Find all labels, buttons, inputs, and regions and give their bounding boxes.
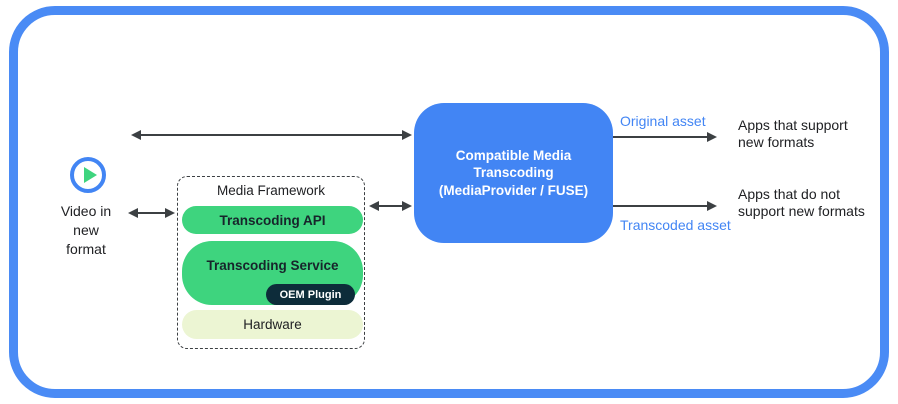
hardware-pill: Hardware [182, 310, 363, 339]
apps-no-support-label: Apps that do not support new formats [738, 186, 865, 219]
apps-no-support-line1: Apps that do not [738, 186, 840, 202]
diagram-frame [9, 6, 889, 398]
video-source-label: Video in new format [50, 202, 122, 259]
oem-plugin-pill: OEM Plugin [266, 284, 355, 305]
arrowhead-left-icon [128, 208, 138, 218]
video-source-line3: format [66, 241, 106, 257]
apps-support-line2: new formats [738, 133, 815, 150]
arrowhead-right-icon [402, 201, 412, 211]
play-triangle [84, 167, 97, 183]
cmt-line2: Transcoding [473, 165, 554, 181]
arrowhead-right-icon [165, 208, 175, 218]
arrowhead-right-icon [707, 132, 717, 142]
transcoded-asset-label: Transcoded asset [620, 217, 731, 233]
transcoding-api-pill: Transcoding API [182, 206, 363, 234]
video-source-line2: new [73, 222, 99, 238]
apps-support-label: Apps that support new formats [738, 117, 848, 150]
play-icon [70, 157, 106, 193]
apps-support-line1: Apps that support [738, 117, 848, 133]
original-asset-label: Original asset [620, 113, 706, 129]
media-framework-title: Media Framework [216, 183, 326, 198]
arrowhead-right-icon [707, 201, 717, 211]
cmt-line3: (MediaProvider / FUSE) [438, 182, 589, 198]
apps-no-support-line2: support new formats [738, 202, 865, 219]
compatible-media-transcoding-box: Compatible Media Transcoding (MediaProvi… [414, 103, 613, 243]
arrowhead-left-icon [131, 130, 141, 140]
arrowhead-left-icon [369, 201, 379, 211]
cmt-line1: Compatible Media [455, 147, 572, 163]
arrowhead-right-icon [402, 130, 412, 140]
video-source-line1: Video in [60, 203, 112, 219]
